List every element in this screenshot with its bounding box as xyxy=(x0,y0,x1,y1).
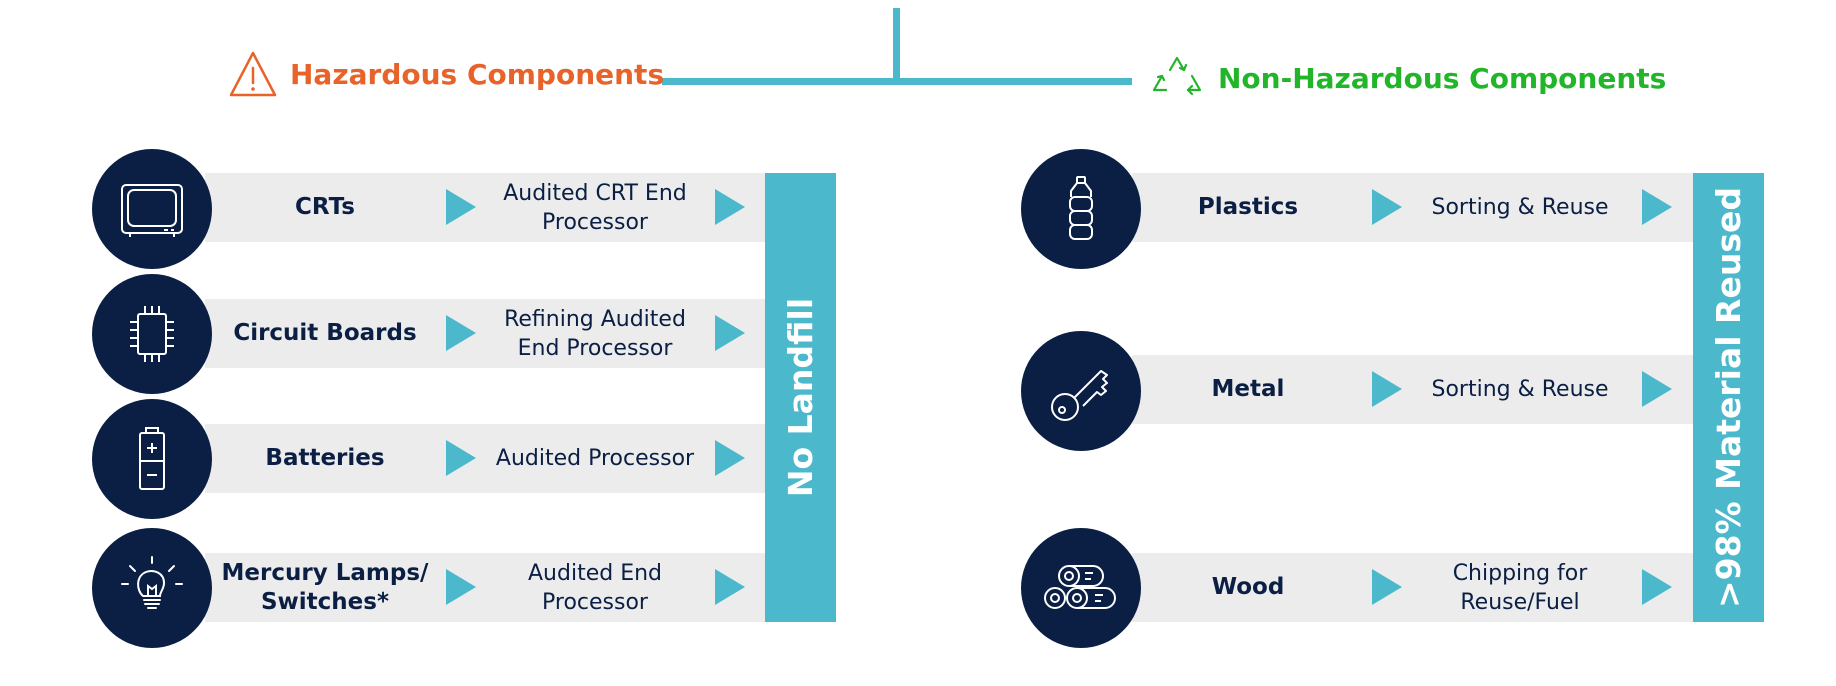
item-label-mercury-lamps: Mercury Lamps/ Switches* xyxy=(221,559,429,615)
arrow-batteries-1 xyxy=(446,440,476,476)
process-label-mercury-lamps: Audited End Processor xyxy=(528,560,662,615)
row-strip-metal xyxy=(1132,355,1693,424)
item-label-crts: CRTs xyxy=(295,194,355,220)
logs-icon xyxy=(1044,565,1116,609)
tv-icon xyxy=(121,184,183,237)
process-label-crts: Audited CRT End Processor xyxy=(503,180,687,235)
arrow-plastics-2 xyxy=(1642,189,1672,225)
row-strip-crts xyxy=(205,173,765,242)
arrow-crts-2 xyxy=(715,189,745,225)
material-reused-label: >98% Material Reused xyxy=(1709,187,1749,608)
arrow-circuit-boards-1 xyxy=(446,315,476,351)
top-connector-line xyxy=(893,8,900,82)
lightbulb-icon xyxy=(121,556,183,609)
hazardous-header-label: Hazardous Components xyxy=(290,57,665,91)
item-label-wood: Wood xyxy=(1211,574,1285,600)
key-icon xyxy=(1051,370,1108,421)
arrow-mercury-lamps-1 xyxy=(446,569,476,605)
arrow-plastics-1 xyxy=(1372,189,1402,225)
arrow-metal-1 xyxy=(1372,371,1402,407)
row-strip-mercury-lamps xyxy=(205,553,765,622)
no-landfill-bar: No Landfill xyxy=(765,173,836,622)
bottle-icon xyxy=(1069,176,1093,240)
arrow-mercury-lamps-2 xyxy=(715,569,745,605)
item-label-circuit-boards: Circuit Boards xyxy=(233,320,417,346)
item-label-batteries: Batteries xyxy=(265,445,385,471)
hazardous-header: Hazardous Components xyxy=(228,50,664,98)
material-reused-bar: >98% Material Reused xyxy=(1693,173,1764,622)
chip-icon xyxy=(130,306,174,362)
item-label-plastics: Plastics xyxy=(1197,194,1299,220)
no-landfill-label: No Landfill xyxy=(781,297,820,498)
process-label-wood: Chipping for Reuse/Fuel xyxy=(1452,560,1588,615)
row-strip-wood xyxy=(1132,553,1693,622)
arrow-metal-2 xyxy=(1642,371,1672,407)
arrow-circuit-boards-2 xyxy=(715,315,745,351)
item-label-metal: Metal xyxy=(1211,376,1285,402)
warning-icon xyxy=(229,51,277,97)
header-connector-line xyxy=(662,78,1132,85)
icon-circle-crts xyxy=(92,149,212,269)
process-label-metal: Sorting & Reuse xyxy=(1431,377,1609,402)
battery-icon xyxy=(139,427,165,490)
icon-circle-mercury-lamps xyxy=(92,528,212,648)
row-strip-batteries xyxy=(205,424,765,493)
arrow-batteries-2 xyxy=(715,440,745,476)
row-strip-plastics xyxy=(1132,173,1693,242)
icon-circle-plastics xyxy=(1021,149,1141,269)
arrow-wood-2 xyxy=(1642,569,1672,605)
arrow-crts-1 xyxy=(446,189,476,225)
arrow-wood-1 xyxy=(1372,569,1402,605)
icon-circle-batteries xyxy=(92,399,212,519)
non-hazardous-header-label: Non-Hazardous Components xyxy=(1218,61,1667,95)
icon-circle-circuit-boards xyxy=(92,274,212,394)
non-hazardous-header: Non-Hazardous Components xyxy=(1148,50,1666,106)
process-label-plastics: Sorting & Reuse xyxy=(1431,195,1609,220)
row-strip-circuit-boards xyxy=(205,299,765,368)
icon-circle-wood xyxy=(1021,528,1141,648)
icon-circle-metal xyxy=(1021,331,1141,451)
process-label-circuit-boards: Refining Audited End Processor xyxy=(504,306,686,361)
recycle-icon xyxy=(1152,56,1202,96)
process-label-batteries: Audited Processor xyxy=(495,446,695,471)
